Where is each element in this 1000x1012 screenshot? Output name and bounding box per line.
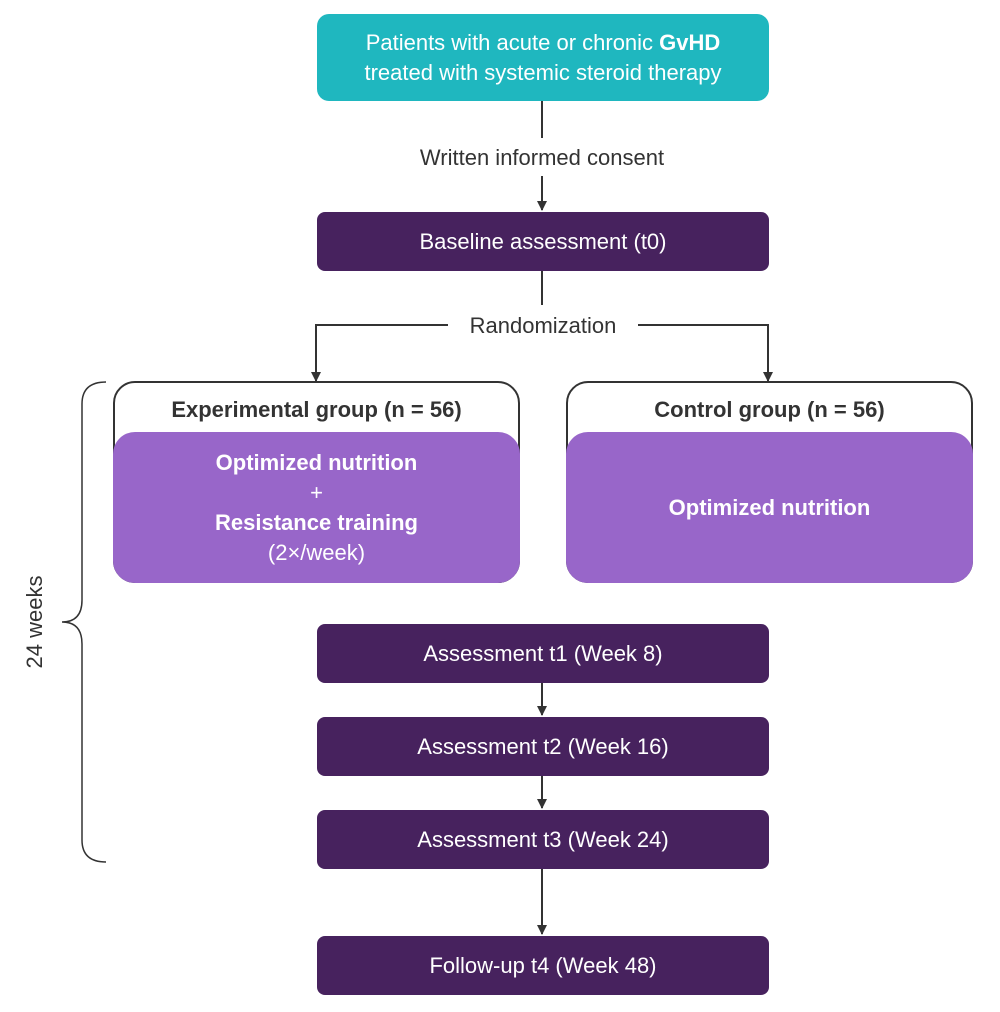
duration-brace [61, 381, 107, 863]
start-box: Patients with acute or chronic GvHD trea… [317, 14, 769, 101]
assessment-t1-box: Assessment t1 (Week 8) [317, 624, 769, 683]
experimental-training: Resistance training [215, 509, 418, 535]
randomization-label: Randomization [469, 313, 617, 338]
control-group-title: Control group (n = 56) [654, 397, 885, 422]
experimental-group-title: Experimental group (n = 56) [171, 397, 462, 422]
arrow-to-experimental [311, 324, 448, 382]
assessment-t2-box: Assessment t2 (Week 16) [317, 717, 769, 776]
assessment-t3-box: Assessment t3 (Week 24) [317, 810, 769, 869]
consent-label: Written informed consent [392, 142, 692, 174]
gvhd-text: GvHD [659, 29, 721, 55]
start-line-1: Patients with acute or chronic GvHD [366, 28, 721, 58]
experimental-intervention: Optimized nutrition + Resistance trainin… [113, 432, 520, 583]
arrow-to-control [638, 324, 773, 382]
experimental-nutrition: Optimized nutrition [215, 449, 418, 475]
control-intervention: Optimized nutrition [566, 432, 973, 583]
control-nutrition: Optimized nutrition [668, 494, 871, 520]
followup-box: Follow-up t4 (Week 48) [317, 936, 769, 995]
baseline-box: Baseline assessment (t0) [317, 212, 769, 271]
start-line-2: treated with systemic steroid therapy [364, 59, 722, 85]
plus-sign: + [310, 479, 323, 505]
start-line-1-prefix: Patients with acute or chronic [365, 29, 660, 55]
duration-label: 24 weeks [22, 575, 47, 669]
experimental-frequency: (2×/week) [267, 539, 366, 565]
